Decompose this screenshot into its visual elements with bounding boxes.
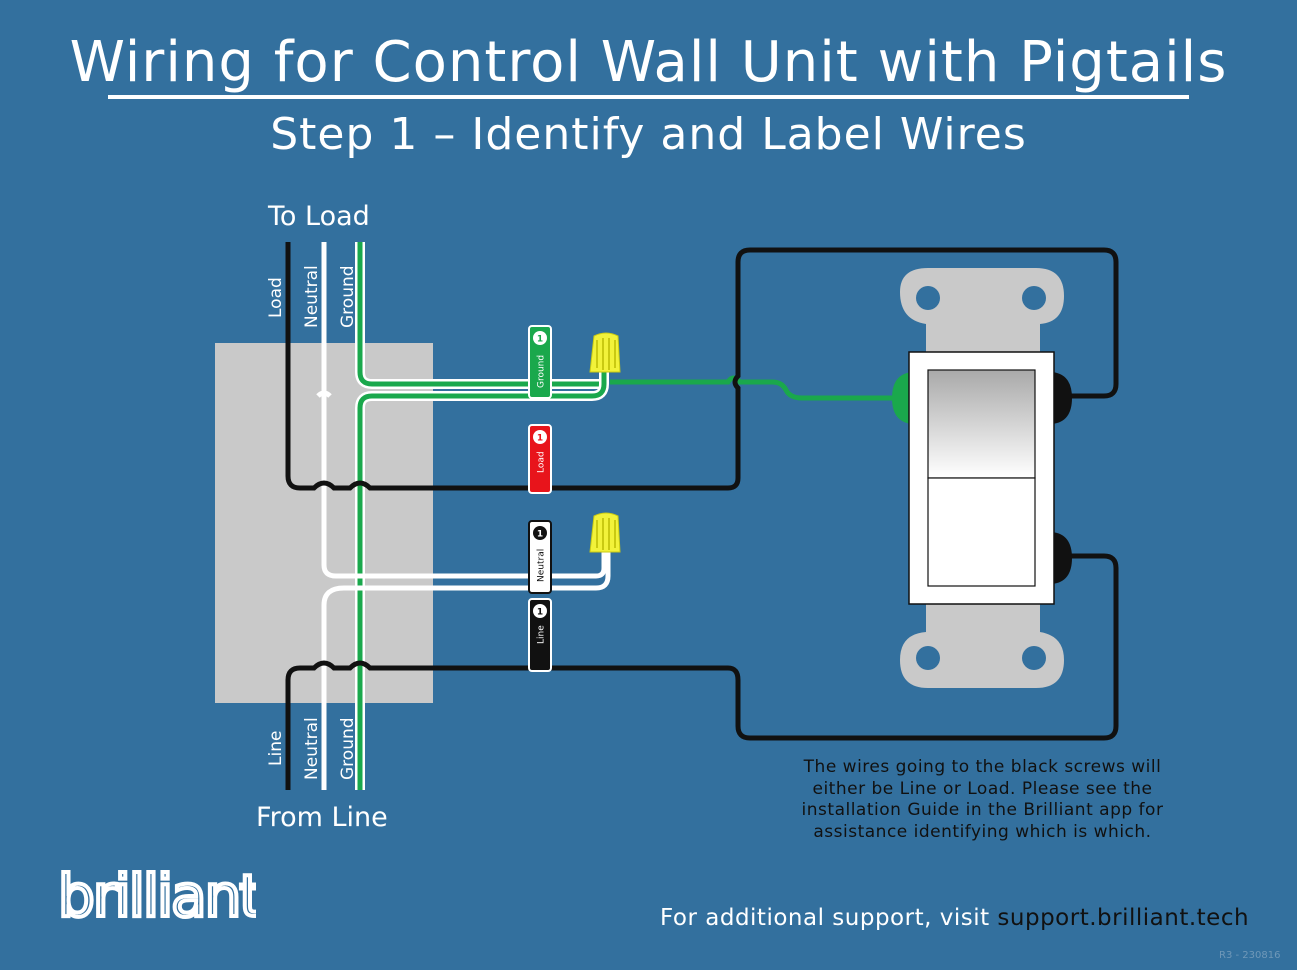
ground-wire-nut bbox=[589, 332, 621, 373]
neutral-wire-bottom bbox=[321, 552, 611, 790]
wire-label-neutral-bottom: Neutral bbox=[302, 717, 322, 780]
brilliant-logo: brilliant bbox=[56, 860, 256, 932]
load-tag-text: Load bbox=[537, 451, 547, 473]
load-tag-number: 1 bbox=[537, 434, 543, 444]
support-prefix: For additional support, visit bbox=[660, 905, 998, 931]
note-line: assistance identifying which is which. bbox=[813, 821, 1152, 842]
strap-hole bbox=[916, 646, 940, 670]
ground-screw bbox=[892, 372, 912, 424]
wire-label-line-bottom: Line bbox=[266, 731, 286, 766]
ground-tag-text: Ground bbox=[537, 355, 547, 388]
wire-label-neutral-top: Neutral bbox=[302, 265, 322, 328]
wire-label-ground-top: Ground bbox=[338, 265, 358, 328]
neutral-wire-nut bbox=[589, 512, 621, 553]
rocker-lower bbox=[927, 477, 1036, 587]
neutral-tag-number: 1 bbox=[537, 530, 543, 540]
line-tag-number: 1 bbox=[537, 608, 543, 618]
brand-wordmark: brilliant bbox=[58, 862, 256, 930]
strap-hole bbox=[916, 286, 940, 310]
wiring-note: The wires going to the black screws will… bbox=[780, 757, 1185, 843]
from-line-label: From Line bbox=[256, 802, 388, 833]
line-tag: 1 Line bbox=[528, 598, 552, 672]
ground-pigtail-wire bbox=[610, 375, 905, 401]
title-underline bbox=[108, 95, 1189, 99]
support-line: For additional support, visit support.br… bbox=[660, 902, 1249, 934]
wire-label-ground-bottom: Ground bbox=[338, 717, 358, 780]
version-label: R3 - 230816 bbox=[1219, 950, 1281, 961]
terminal-screw-bottom bbox=[1052, 532, 1072, 584]
ground-tag: 1 Ground bbox=[528, 325, 552, 399]
line-tag-text: Line bbox=[537, 625, 547, 644]
strap-hole bbox=[1022, 646, 1046, 670]
load-wire bbox=[285, 242, 1119, 491]
diagram-subtitle: Step 1 – Identify and Label Wires bbox=[270, 109, 1027, 160]
neutral-tag-text: Neutral bbox=[537, 549, 547, 582]
load-tag: 1 Load bbox=[528, 424, 552, 494]
rocker-upper bbox=[927, 369, 1036, 479]
to-load-label: To Load bbox=[268, 201, 370, 232]
ground-wire-top bbox=[357, 242, 600, 387]
line-wire bbox=[285, 553, 1119, 790]
terminal-screw-top bbox=[1052, 372, 1072, 424]
control-wall-unit bbox=[892, 268, 1072, 688]
diagram-title: Wiring for Control Wall Unit with Pigtai… bbox=[69, 30, 1228, 95]
ground-tag-number: 1 bbox=[537, 335, 543, 345]
strap-hole bbox=[1022, 286, 1046, 310]
ground-wire-bottom bbox=[357, 372, 607, 790]
note-line: The wires going to the black screws will bbox=[803, 757, 1162, 777]
neutral-tag: 1 Neutral bbox=[528, 520, 552, 594]
neutral-wire-top bbox=[321, 242, 607, 579]
note-line: installation Guide in the Brilliant app … bbox=[801, 800, 1164, 820]
mounting-strap-bottom bbox=[900, 600, 1064, 688]
wire-crossover bbox=[316, 390, 332, 398]
wire-label-load-top: Load bbox=[266, 277, 286, 318]
note-line: either be Line or Load. Please see the bbox=[812, 778, 1153, 799]
mounting-strap-top bbox=[900, 268, 1064, 360]
support-link[interactable]: support.brilliant.tech bbox=[997, 905, 1250, 931]
